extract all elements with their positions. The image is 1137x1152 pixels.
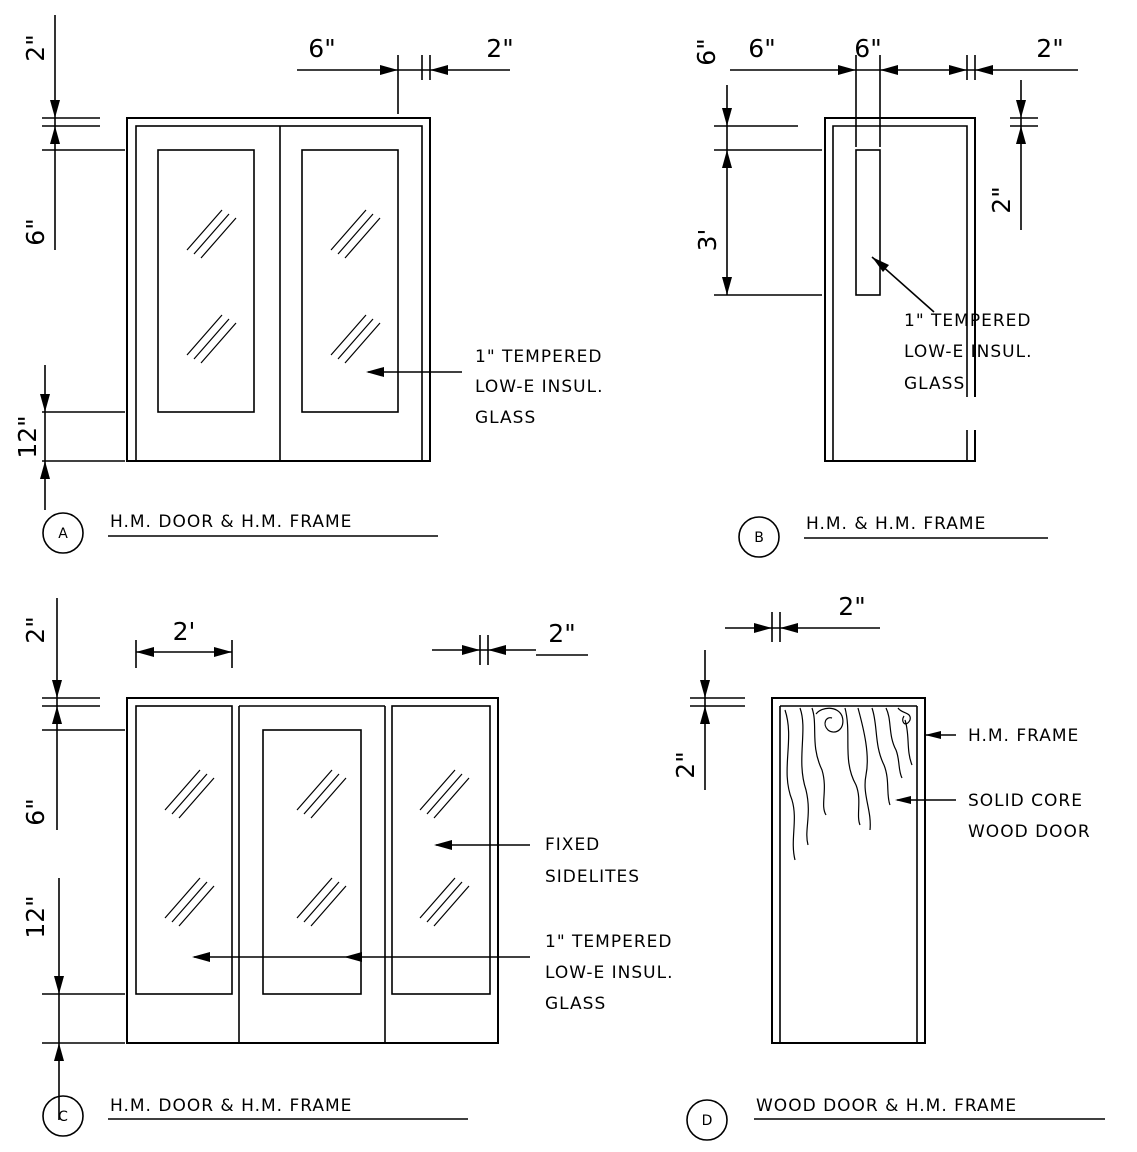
detail-d-note-door-line-2: WOOD DOOR bbox=[968, 822, 1091, 842]
detail-b-title: H.M. & H.M. FRAME bbox=[806, 514, 986, 534]
detail-d-note-frame: H.M. FRAME bbox=[968, 726, 1079, 746]
detail-c-dim-top: 2" bbox=[21, 616, 50, 643]
detail-b-dim-top-b: 6" bbox=[854, 34, 881, 63]
detail-d-title: WOOD DOOR & H.M. FRAME bbox=[756, 1096, 1017, 1116]
detail-c-note-fixed-line-2: SIDELITES bbox=[545, 867, 640, 887]
detail-c-bubble bbox=[42, 1095, 84, 1137]
detail-a-bubble bbox=[42, 512, 84, 554]
detail-c-note-glass-line-3: GLASS bbox=[545, 994, 606, 1014]
detail-d-note-door-line-1: SOLID CORE bbox=[968, 791, 1083, 811]
detail-c-note-fixed-line-1: FIXED bbox=[545, 835, 600, 855]
detail-d-dim-left: 2" bbox=[671, 751, 700, 778]
detail-d-bubble-label: D bbox=[702, 1113, 713, 1129]
detail-b-dim-right: 2" bbox=[987, 186, 1016, 213]
detail-a-bubble-label: A bbox=[58, 526, 68, 542]
detail-a-note-line-1: 1" TEMPERED bbox=[475, 347, 602, 367]
detail-b-note-line-3: GLASS bbox=[904, 374, 965, 394]
detail-d-frame-outer bbox=[771, 697, 926, 1044]
detail-b-left-dimension bbox=[714, 85, 822, 296]
detail-a-glass-right bbox=[301, 149, 399, 413]
detail-c-door-glass bbox=[262, 729, 362, 995]
detail-c-dim-top-b: 2" bbox=[548, 619, 575, 648]
detail-c-dim-left-mid: 6" bbox=[21, 798, 50, 825]
detail-b-bubble bbox=[738, 516, 780, 558]
detail-b-vision-lite bbox=[855, 149, 881, 296]
detail-c-note-glass-line-1: 1" TEMPERED bbox=[545, 932, 672, 952]
detail-b-frame-inner bbox=[832, 125, 968, 461]
detail-c: 2" 6" 12" 2' 2" FIXED SIDELITES 1" TEMPE… bbox=[21, 598, 674, 1137]
detail-a-frame-inner bbox=[135, 125, 423, 462]
detail-a-dim-top-right-a: 6" bbox=[308, 34, 335, 63]
detail-a-left-dimension bbox=[42, 15, 125, 510]
detail-a-top-dimension bbox=[297, 55, 510, 114]
detail-c-bubble-label: C bbox=[58, 1109, 68, 1125]
detail-c-frame-outer bbox=[126, 697, 499, 1044]
detail-a-dim-top: 2" bbox=[21, 34, 50, 61]
detail-c-note-glass-line-2: LOW-E INSUL. bbox=[545, 963, 674, 983]
detail-d-top-dimension bbox=[725, 612, 880, 642]
detail-b-top-dimension bbox=[730, 55, 1078, 147]
detail-d-bubble bbox=[686, 1099, 728, 1141]
detail-a-dim-left-bottom: 12" bbox=[13, 415, 42, 458]
detail-a-dim-left-mid: 6" bbox=[21, 218, 50, 245]
detail-a-dim-top-right-b: 2" bbox=[486, 34, 513, 63]
detail-a-glass-hatch bbox=[186, 209, 381, 364]
detail-c-sidelite-left bbox=[135, 705, 233, 995]
detail-a-note-line-2: LOW-E INSUL. bbox=[475, 377, 604, 397]
detail-d-wood-grain bbox=[784, 707, 913, 861]
detail-c-left-dimension bbox=[42, 598, 125, 1120]
detail-a-frame-outer bbox=[126, 117, 431, 462]
detail-c-glass-hatch bbox=[164, 769, 470, 927]
detail-a-note-line-3: GLASS bbox=[475, 408, 536, 428]
detail-b-dim-left: 3' bbox=[693, 229, 722, 252]
detail-c-sidelite-right bbox=[391, 705, 491, 995]
detail-b-dim-top-left-vert: 6" bbox=[692, 38, 721, 65]
detail-c-title: H.M. DOOR & H.M. FRAME bbox=[110, 1096, 352, 1116]
detail-c-dim-top-a: 2' bbox=[173, 617, 196, 646]
detail-b-note-line-2: LOW-E INSUL. bbox=[904, 342, 1033, 362]
detail-d-dim-top: 2" bbox=[838, 592, 865, 621]
detail-a: 2" 6" 12" 6" 2" 1" TEMPERED LOW-E INSUL.… bbox=[13, 15, 604, 554]
detail-a-title: H.M. DOOR & H.M. FRAME bbox=[110, 512, 352, 532]
detail-b-dim-top-c: 2" bbox=[1036, 34, 1063, 63]
detail-b-frame-outer bbox=[824, 117, 976, 462]
detail-c-dim-left-bottom: 12" bbox=[21, 895, 50, 938]
detail-b-bubble-label: B bbox=[754, 530, 764, 546]
detail-a-glass-left bbox=[157, 149, 255, 413]
detail-d: 2" 2" H.M. FRAME SOLID CORE WOOD DOOR D … bbox=[671, 592, 1105, 1141]
detail-b: 6" 6" 2" 6" 3' 2" 1" TEMPERED LOW-E INSU… bbox=[692, 34, 1078, 558]
detail-b-dim-top-a: 6" bbox=[748, 34, 775, 63]
detail-b-note-line-1: 1" TEMPERED bbox=[904, 311, 1031, 331]
